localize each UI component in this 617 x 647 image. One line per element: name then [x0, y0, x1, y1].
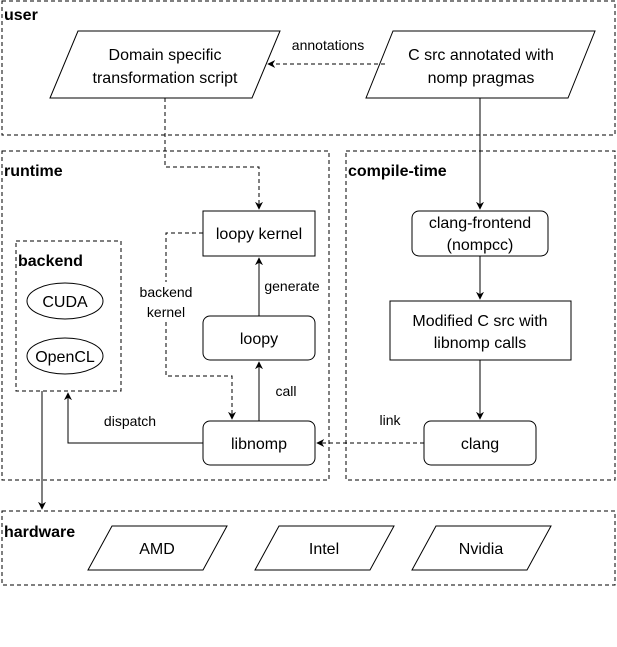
opencl-label: OpenCL	[35, 349, 95, 366]
modified-src-line1: Modified C src with	[412, 313, 547, 330]
intel-node: Intel	[254, 525, 395, 571]
backend-kernel-line1: backend	[140, 284, 193, 300]
dsl-script-line2: transformation script	[93, 70, 238, 87]
annotations-edge: annotations	[267, 37, 385, 68]
clang-frontend-node: clang-frontend (nompcc)	[411, 210, 549, 257]
link-edge: link	[316, 412, 424, 447]
c-src-line2: nomp pragmas	[428, 70, 535, 87]
backend-group-label: backend	[18, 253, 83, 270]
link-label: link	[379, 412, 401, 428]
generate-edge: generate	[255, 257, 320, 316]
dsl-script-node: Domain specific transformation script	[49, 30, 281, 99]
dispatch-label: dispatch	[104, 413, 156, 429]
modified-src-line2: libnomp calls	[434, 335, 526, 352]
backend-group: backend	[15, 240, 122, 392]
loopy-kernel-node: loopy kernel	[202, 210, 316, 257]
clang-frontend-line2: (nompcc)	[447, 237, 514, 254]
libnomp-node: libnomp	[202, 420, 316, 466]
loopy-label: loopy	[240, 331, 278, 348]
amd-label: AMD	[139, 541, 175, 558]
cuda-label: CUDA	[42, 294, 88, 311]
libnomp-label: libnomp	[231, 436, 287, 453]
loopy-kernel-label: loopy kernel	[216, 226, 302, 243]
nvidia-label: Nvidia	[459, 541, 504, 558]
user-group-label: user	[4, 7, 38, 24]
loopy-node: loopy	[202, 315, 316, 361]
backend-kernel-line2: kernel	[147, 304, 185, 320]
clang-frontend-line1: clang-frontend	[429, 215, 531, 232]
modified-src-node: Modified C src with libnomp calls	[389, 300, 572, 361]
call-edge: call	[255, 361, 297, 421]
amd-node: AMD	[87, 525, 228, 571]
compile-time-group-label: compile-time	[348, 163, 447, 180]
script-to-kernel-edge	[164, 98, 263, 210]
hardware-group: hardware	[1, 510, 616, 586]
dsl-script-line1: Domain specific	[109, 47, 222, 64]
c-src-node: C src annotated with nomp pragmas	[365, 30, 596, 99]
user-group: user	[1, 0, 616, 136]
c-src-line1: C src annotated with	[408, 47, 554, 64]
runtime-group-label: runtime	[4, 163, 63, 180]
opencl-node: OpenCL	[26, 337, 104, 375]
nvidia-node: Nvidia	[411, 525, 552, 571]
call-label: call	[275, 383, 296, 399]
clang-label: clang	[461, 436, 499, 453]
generate-label: generate	[264, 278, 319, 294]
clang-node: clang	[423, 420, 537, 466]
annotations-label: annotations	[292, 37, 364, 53]
cuda-node: CUDA	[26, 282, 104, 320]
hardware-group-label: hardware	[4, 524, 75, 541]
intel-label: Intel	[309, 541, 339, 558]
dispatch-edge: dispatch	[64, 392, 203, 444]
backend-kernel-edge: backend kernel	[130, 232, 236, 420]
